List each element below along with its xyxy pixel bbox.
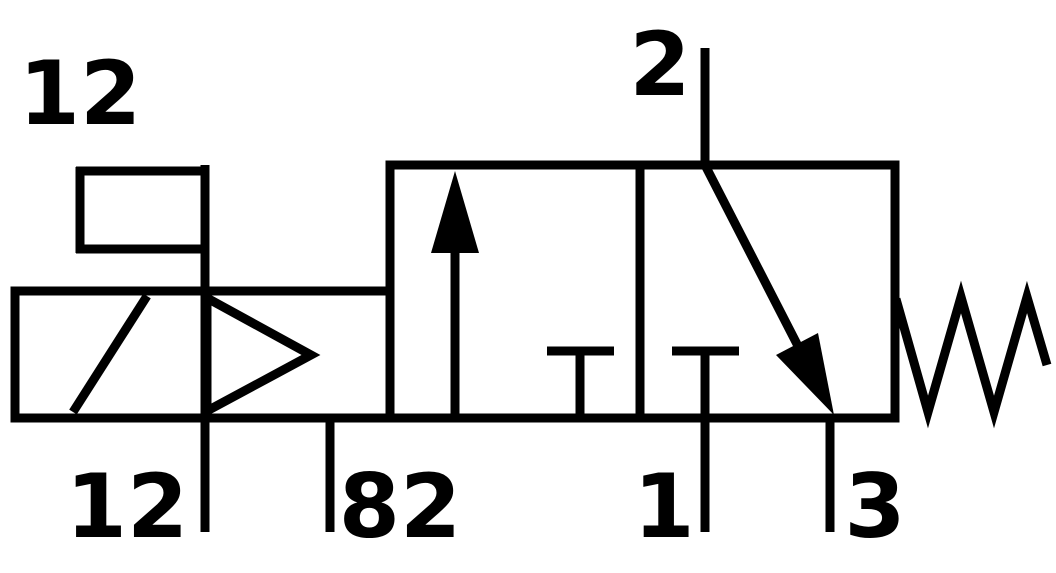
label-port-12: 12 bbox=[66, 455, 188, 558]
label-pilot-top: 12 bbox=[19, 42, 141, 145]
flow-up-arrowhead bbox=[431, 171, 479, 253]
label-port-3: 3 bbox=[844, 455, 905, 558]
label-port-2: 2 bbox=[629, 13, 690, 116]
schematic-lines bbox=[10, 48, 1052, 532]
spring-return-symbol bbox=[891, 280, 1052, 429]
solenoid-coil-line bbox=[69, 293, 151, 415]
label-port-1: 1 bbox=[633, 455, 694, 558]
flow-diagonal-arrow-shaft bbox=[701, 164, 804, 351]
flow-diagonal-arrowhead bbox=[776, 333, 834, 415]
arrowheads bbox=[431, 171, 834, 415]
pilot-triangle bbox=[202, 290, 321, 419]
label-port-82: 82 bbox=[339, 455, 461, 558]
port-labels: 12 2 12 82 1 3 bbox=[19, 13, 906, 558]
